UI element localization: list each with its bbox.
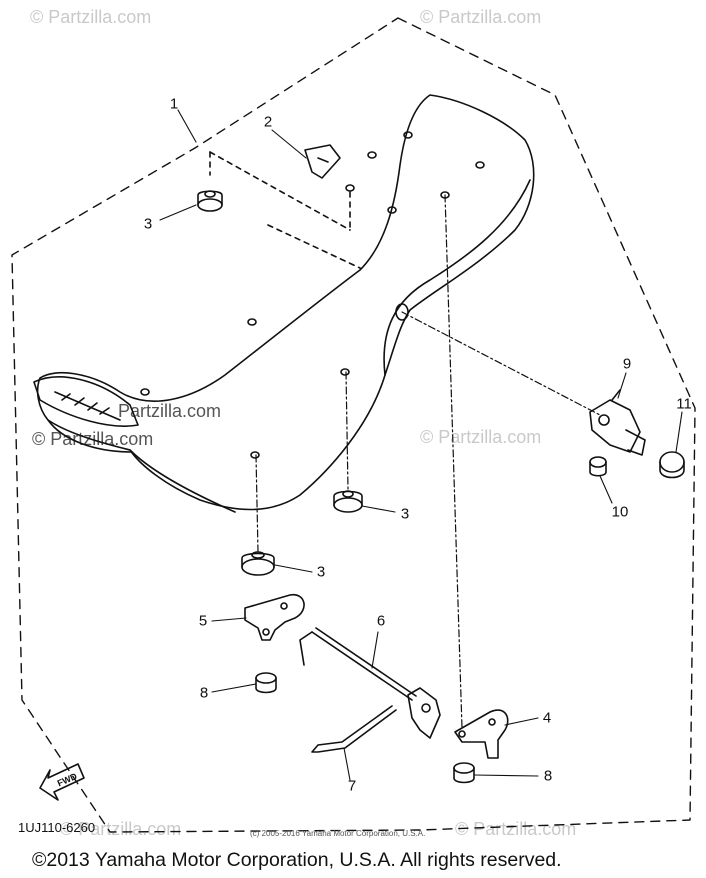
callout-1: 1 <box>169 95 179 113</box>
part-6-rod <box>299 627 441 739</box>
part-3-damper-top <box>197 190 223 212</box>
callout-8: 8 <box>543 767 553 785</box>
callout-10: 10 <box>611 503 629 521</box>
watermark: Partzilla.com <box>118 401 222 421</box>
watermark: © Partzilla.com <box>30 7 152 27</box>
connector-lines <box>255 194 601 729</box>
callout-8: 8 <box>199 684 209 702</box>
part-2-clip <box>304 144 341 179</box>
watermark: © Partzilla.com <box>420 7 542 27</box>
front-direction-arrow <box>39 763 85 801</box>
diagram-number: 1UJ110-6260 <box>18 820 96 835</box>
part-5-bracket <box>244 593 305 641</box>
callout-3: 3 <box>400 505 410 523</box>
callout-3: 3 <box>316 563 326 581</box>
callout-6: 6 <box>376 612 386 630</box>
watermark: © Partzilla.com <box>455 819 577 839</box>
seat-outline <box>33 94 535 513</box>
part-3-damper-mid <box>333 490 363 513</box>
callout-3: 3 <box>143 215 153 233</box>
part-7-hook <box>311 705 397 753</box>
part-8-nut-left <box>255 672 277 694</box>
callout-9: 9 <box>622 355 632 373</box>
part-9-seat-lock <box>589 389 646 456</box>
small-copyright: (c) 2005-2016 Yamaha Motor Corporation, … <box>250 829 426 838</box>
callout-7: 7 <box>347 777 357 795</box>
callout-2: 2 <box>263 113 273 131</box>
part-11-cap <box>659 451 685 479</box>
part-8-nut-right <box>453 762 475 784</box>
part-10-grommet <box>589 456 607 477</box>
callout-4: 4 <box>542 709 552 727</box>
part-4-bracket <box>454 709 509 759</box>
part-3-damper-low <box>241 551 275 576</box>
watermark: © Partzilla.com <box>420 427 542 447</box>
leader-lines <box>159 109 683 781</box>
copyright-notice: ©2013 Yamaha Motor Corporation, U.S.A. A… <box>32 849 562 871</box>
watermark: © Partzilla.com <box>60 819 182 839</box>
callout-11: 11 <box>676 395 692 413</box>
callout-5: 5 <box>198 612 208 630</box>
